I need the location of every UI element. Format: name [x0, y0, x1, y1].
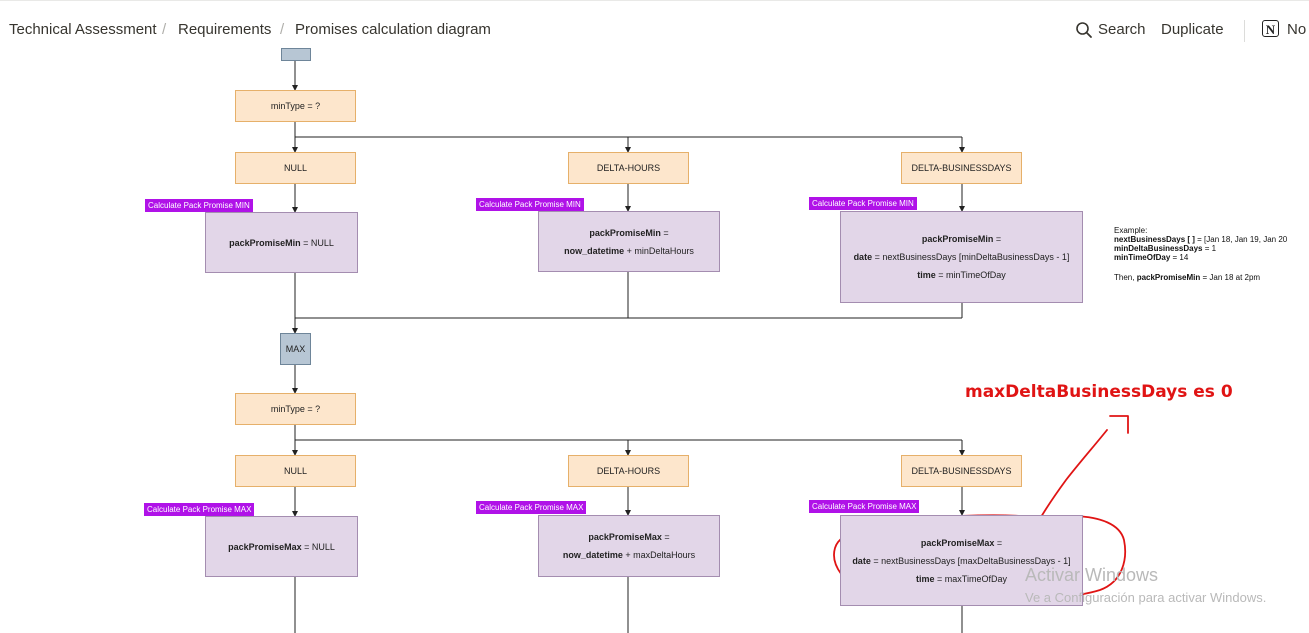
- expression: =: [660, 227, 669, 238]
- breadcrumb-separator: /: [162, 21, 167, 38]
- calc-max-tag: Calculate Pack Promise MAX: [476, 501, 587, 514]
- variable-name: date: [852, 555, 871, 566]
- variable-name: time: [916, 573, 935, 584]
- variable-name: packPromiseMax: [920, 537, 995, 548]
- branch-label: DELTA-HOURS: [596, 163, 661, 173]
- example-title: Example:: [1114, 226, 1148, 235]
- search-icon[interactable]: [1075, 21, 1093, 39]
- breadcrumb-item-requirements[interactable]: Requirements: [178, 21, 272, 38]
- min-hours-result: packPromiseMin = now_datetime + minDelta…: [538, 211, 720, 272]
- toolbar-divider: [1244, 20, 1245, 42]
- expression: =: [661, 532, 670, 542]
- search-button[interactable]: Search: [1098, 21, 1146, 38]
- notion-link[interactable]: No: [1287, 21, 1307, 38]
- expression: =: [994, 537, 1003, 548]
- calc-min-tag: Calculate Pack Promise MIN: [476, 198, 584, 211]
- example-variable: minTimeOfDay: [1114, 253, 1171, 262]
- variable-name: packPromiseMin: [589, 227, 661, 238]
- calc-max-tag: Calculate Pack Promise MAX: [144, 503, 255, 516]
- min-branch-null: NULL: [235, 152, 356, 184]
- min-branch-delta-businessdays: DELTA-BUSINESSDAYS: [901, 152, 1022, 184]
- calc-min-tag: Calculate Pack Promise MIN: [145, 199, 253, 212]
- branch-label: DELTA-BUSINESSDAYS: [911, 466, 1012, 476]
- variable-name: now_datetime: [564, 245, 625, 256]
- branch-label: DELTA-BUSINESSDAYS: [911, 163, 1012, 173]
- breadcrumb-separator: /: [280, 21, 285, 38]
- expression: = maxTimeOfDay: [934, 573, 1007, 584]
- variable-name: packPromiseMin: [921, 234, 994, 244]
- max-null-result: packPromiseMax = NULL: [205, 516, 358, 577]
- calc-max-tag: Calculate Pack Promise MAX: [809, 500, 920, 513]
- notion-logo-icon[interactable]: N: [1262, 20, 1279, 37]
- variable-name: time: [917, 270, 936, 280]
- example-prefix: Then,: [1114, 273, 1137, 282]
- variable-name: packPromiseMin: [229, 237, 301, 248]
- variable-name: now_datetime: [562, 550, 623, 560]
- flow-start-node: [281, 48, 311, 61]
- decision-label: minType = ?: [270, 404, 321, 414]
- example-value: = [Jan 18, Jan 19, Jan 20: [1194, 235, 1288, 244]
- breadcrumb-item-technical-assessment[interactable]: Technical Assessment: [9, 21, 157, 38]
- expression: = nextBusinessDays [maxDeltaBusinessDays…: [870, 555, 1071, 566]
- example-variable: nextBusinessDays [ ]: [1114, 235, 1195, 244]
- max-type-decision: minType = ?: [235, 393, 356, 425]
- activation-watermark-title: Activar Windows: [1025, 565, 1159, 585]
- min-branch-delta-hours: DELTA-HOURS: [568, 152, 689, 184]
- calc-min-tag: Calculate Pack Promise MIN: [809, 197, 917, 210]
- max-branch-null: NULL: [235, 455, 356, 487]
- branch-label: NULL: [283, 163, 307, 173]
- example-value: = Jan 18 at 2pm: [1200, 273, 1261, 282]
- example-note: Example: nextBusinessDays [ ] = [Jan 18,…: [1114, 226, 1287, 282]
- variable-name: date: [853, 252, 873, 262]
- max-node: MAX: [280, 333, 311, 365]
- expression: = NULL: [300, 237, 334, 248]
- max-label: MAX: [285, 344, 306, 354]
- activation-watermark-subtitle: Ve a Configuración para activar Windows.: [1025, 590, 1267, 605]
- decision-label: minType = ?: [270, 101, 321, 111]
- branch-label: NULL: [283, 466, 307, 476]
- expression: = nextBusinessDays [minDeltaBusinessDays…: [872, 252, 1070, 262]
- duplicate-button[interactable]: Duplicate: [1161, 21, 1224, 38]
- example-variable: packPromiseMin: [1136, 273, 1201, 282]
- min-businessdays-result: packPromiseMin = date = nextBusinessDays…: [840, 211, 1083, 303]
- branch-label: DELTA-HOURS: [596, 466, 661, 476]
- variable-name: packPromiseMax: [228, 541, 302, 552]
- expression: + maxDeltaHours: [622, 550, 696, 560]
- example-value: = 1: [1202, 244, 1217, 253]
- top-bar: Technical Assessment / Requirements / Pr…: [0, 0, 1309, 59]
- max-branch-delta-hours: DELTA-HOURS: [568, 455, 689, 487]
- example-variable: minDeltaBusinessDays: [1114, 244, 1203, 253]
- max-branch-delta-businessdays: DELTA-BUSINESSDAYS: [901, 455, 1022, 487]
- min-null-result: packPromiseMin = NULL: [205, 212, 358, 273]
- expression: + minDeltaHours: [624, 245, 694, 256]
- example-value: = 14: [1170, 253, 1189, 262]
- breadcrumb-item-current-page[interactable]: Promises calculation diagram: [295, 21, 491, 38]
- max-hours-result: packPromiseMax = now_datetime + maxDelta…: [538, 515, 720, 577]
- expression: =: [993, 234, 1002, 244]
- min-type-decision: minType = ?: [235, 90, 356, 122]
- expression: = NULL: [301, 541, 335, 552]
- annotation-text: maxDeltaBusinessDays es 0: [965, 382, 1233, 402]
- expression: = minTimeOfDay: [935, 270, 1006, 280]
- variable-name: packPromiseMax: [588, 532, 662, 542]
- max-businessdays-result: packPromiseMax = date = nextBusinessDays…: [840, 515, 1083, 606]
